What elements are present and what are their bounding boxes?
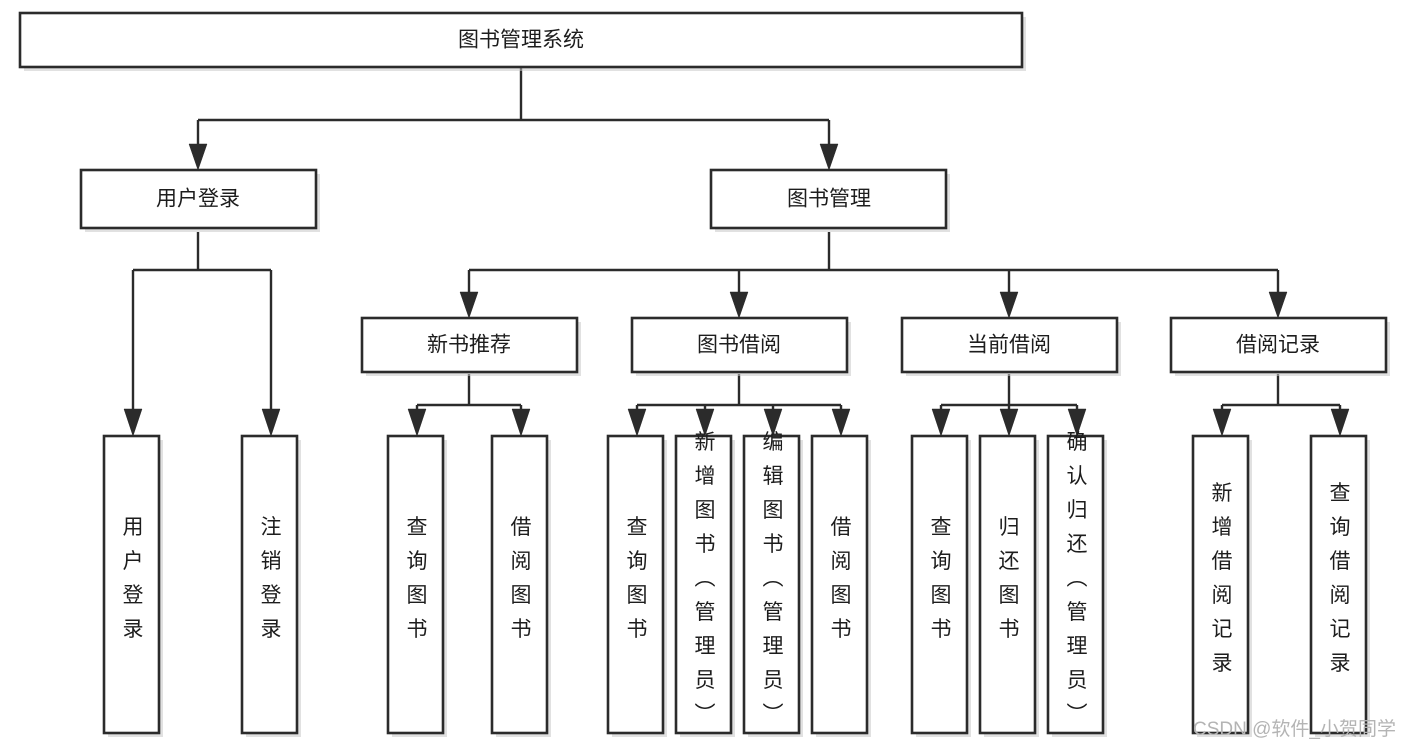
leaf-add-record-label: 新增借阅记录 (1212, 482, 1233, 675)
book-borrow-box (630, 316, 849, 374)
leaf-borrow-book-2-label: 借阅图书 (831, 516, 852, 641)
arrow-head-borrow-record (1268, 291, 1288, 319)
leaf-edit-book-box (742, 434, 801, 735)
csdn-watermark: CSDN @软件_小贺同学 (1193, 718, 1396, 740)
leaf-query-book-3-box (910, 434, 969, 735)
arrow-head-leaf-query-book-3 (931, 408, 951, 437)
leaf-logout-box (240, 434, 299, 735)
leaf-confirm-return-label: 确认归还︵管理员︶ (1067, 431, 1088, 726)
leaf-edit-book-label: 编辑图书︵管理员︶ (763, 431, 784, 726)
node-leaf-confirm-return[interactable]: 确认归还︵管理员︶ (1046, 431, 1107, 737)
arrow-head-leaf-confirm-return (1067, 408, 1087, 437)
node-leaf-add-book[interactable]: 新增图书︵管理员︶ (674, 431, 735, 737)
leaf-query-book-2-label: 查询图书 (627, 516, 648, 641)
root-label: 图书管理系统 (458, 29, 584, 52)
node-current-borrow[interactable]: 当前借阅 (900, 316, 1121, 376)
borrow-record-box (1169, 316, 1388, 374)
arrow-head-leaf-return-book (999, 408, 1019, 437)
leaf-add-book-label: 新增图书︵管理员︶ (695, 431, 716, 726)
node-leaf-query-book-2[interactable]: 查询图书 (606, 434, 667, 737)
node-new-book-recommend[interactable]: 新书推荐 (360, 316, 581, 376)
node-root[interactable]: 图书管理系统 (18, 11, 1026, 71)
arrow-head-user-login (188, 143, 208, 171)
arrow-head-leaf-borrow-book-1 (511, 408, 531, 437)
node-leaf-query-record[interactable]: 查询借阅记录 (1309, 434, 1370, 737)
node-user-login[interactable]: 用户登录 (79, 168, 320, 232)
leaf-query-book-3-label: 查询图书 (931, 516, 952, 641)
arrow-head-leaf-query-record (1330, 408, 1350, 437)
current-borrow-box (900, 316, 1119, 374)
arrow-head-current-borrow (999, 291, 1019, 319)
node-leaf-user-login[interactable]: 用户登录 (102, 434, 163, 737)
leaf-borrow-book-1-box (490, 434, 549, 735)
leaf-query-book-1-box (386, 434, 445, 735)
leaf-logout-label: 注销登录 (261, 516, 282, 641)
leaf-query-record-box (1309, 434, 1368, 735)
user-login-label: 用户登录 (156, 188, 240, 211)
node-leaf-edit-book[interactable]: 编辑图书︵管理员︶ (742, 431, 803, 737)
arrow-head-book-manage (819, 143, 839, 171)
node-book-manage[interactable]: 图书管理 (709, 168, 950, 232)
arrow-head-leaf-edit-book (763, 408, 783, 437)
current-borrow-label: 当前借阅 (967, 334, 1051, 357)
leaf-user-login-label: 用户登录 (123, 516, 144, 641)
leaf-user-login-box (102, 434, 161, 735)
node-leaf-query-book-1[interactable]: 查询图书 (386, 434, 447, 737)
node-leaf-query-book-3[interactable]: 查询图书 (910, 434, 971, 737)
node-book-borrow[interactable]: 图书借阅 (630, 316, 851, 376)
node-leaf-return-book[interactable]: 归还图书 (978, 434, 1039, 737)
book-borrow-label: 图书借阅 (697, 334, 781, 357)
node-leaf-logout[interactable]: 注销登录 (240, 434, 301, 737)
leaf-confirm-return-box (1046, 434, 1105, 735)
arrow-head-leaf-add-book (695, 408, 715, 437)
arrow-head-leaf-user-login (123, 408, 143, 437)
book-manage-label: 图书管理 (787, 188, 871, 211)
leaf-borrow-book-1-label: 借阅图书 (511, 516, 532, 641)
arrow-head-leaf-borrow-book-2 (831, 408, 851, 437)
book-manage-box (709, 168, 948, 230)
new-book-recommend-box (360, 316, 579, 374)
leaf-query-book-1-label: 查询图书 (407, 516, 428, 641)
leaf-add-book-box (674, 434, 733, 735)
leaf-query-record-label: 查询借阅记录 (1330, 482, 1351, 675)
leaf-return-book-label: 归还图书 (999, 516, 1020, 641)
user-login-box (79, 168, 318, 230)
arrow-head-leaf-logout (261, 408, 281, 437)
arrow-head-leaf-add-record (1212, 408, 1232, 437)
new-book-recommend-label: 新书推荐 (427, 334, 511, 357)
leaf-return-book-box (978, 434, 1037, 735)
node-leaf-borrow-book-1[interactable]: 借阅图书 (490, 434, 551, 737)
leaf-query-book-2-box (606, 434, 665, 735)
connector-layer (123, 67, 1350, 437)
borrow-record-label: 借阅记录 (1236, 334, 1320, 357)
arrow-head-book-borrow (729, 291, 749, 319)
leaf-add-record-box (1191, 434, 1250, 735)
arrow-head-leaf-query-book-2 (627, 408, 647, 437)
root-box (18, 11, 1024, 69)
arrow-head-leaf-query-book-1 (407, 408, 427, 437)
arrow-head-new-book-recommend (459, 291, 479, 319)
node-leaf-borrow-book-2[interactable]: 借阅图书 (810, 434, 871, 737)
leaf-borrow-book-2-box (810, 434, 869, 735)
node-leaf-add-record[interactable]: 新增借阅记录 (1191, 434, 1252, 737)
node-borrow-record[interactable]: 借阅记录 (1169, 316, 1390, 376)
